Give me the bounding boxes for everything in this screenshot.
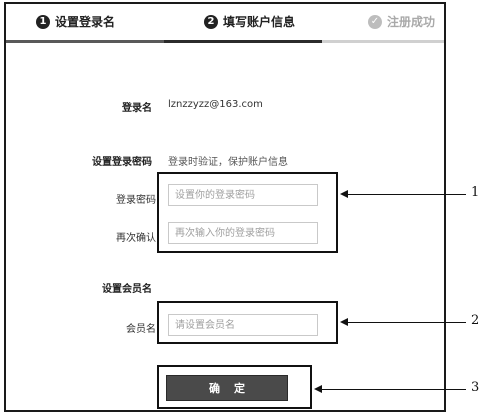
confirm-button-callout-box bbox=[157, 365, 312, 409]
member-name-callout-box bbox=[157, 301, 338, 344]
step-3-label: 注册成功 bbox=[387, 15, 436, 29]
annotation-1-arrowhead-icon bbox=[340, 190, 348, 198]
member-section-title: 设置会员名 bbox=[102, 284, 152, 295]
step-1-progress-line bbox=[6, 40, 164, 43]
step-1-number-icon: 1 bbox=[36, 14, 50, 29]
step-3-progress-line bbox=[322, 40, 444, 43]
annotation-1-pointer-line bbox=[346, 194, 466, 195]
password-label: 登录密码 bbox=[116, 195, 156, 206]
step-progress-bar: 1 设置登录名 2 填写账户信息 ✓ 注册成功 bbox=[6, 4, 444, 43]
annotation-3-arrowhead-icon bbox=[314, 385, 322, 393]
step-1-label: 设置登录名 bbox=[55, 15, 116, 29]
annotation-3-number: 3 bbox=[471, 380, 480, 395]
step-2: 2 填写账户信息 bbox=[204, 13, 295, 30]
step-1: 1 设置登录名 bbox=[36, 13, 115, 30]
password-fields-callout-box bbox=[157, 172, 338, 253]
annotation-2-arrowhead-icon bbox=[340, 318, 348, 326]
annotation-3-pointer-line bbox=[320, 389, 466, 390]
step-2-number-icon: 2 bbox=[204, 14, 218, 29]
member-name-input[interactable] bbox=[168, 314, 318, 336]
login-name-value: lznzzyzz@163.com bbox=[168, 99, 263, 110]
checkmark-circle-icon: ✓ bbox=[368, 14, 382, 29]
password-section-hint: 登录时验证，保护账户信息 bbox=[168, 157, 288, 168]
annotation-1-number: 1 bbox=[471, 185, 480, 200]
confirm-password-input[interactable] bbox=[168, 222, 318, 244]
annotation-2-number: 2 bbox=[471, 313, 480, 328]
login-name-label: 登录名 bbox=[122, 103, 152, 114]
password-section-title: 设置登录密码 bbox=[92, 157, 152, 168]
password-input[interactable] bbox=[168, 184, 318, 206]
step-2-label: 填写账户信息 bbox=[223, 15, 296, 29]
annotation-2-pointer-line bbox=[346, 322, 466, 323]
confirm-password-label: 再次确认 bbox=[116, 233, 156, 244]
confirm-button[interactable]: 确定 bbox=[166, 375, 288, 401]
step-3: ✓ 注册成功 bbox=[368, 13, 435, 30]
step-2-progress-line bbox=[164, 40, 322, 43]
member-name-label: 会员名 bbox=[126, 324, 156, 335]
